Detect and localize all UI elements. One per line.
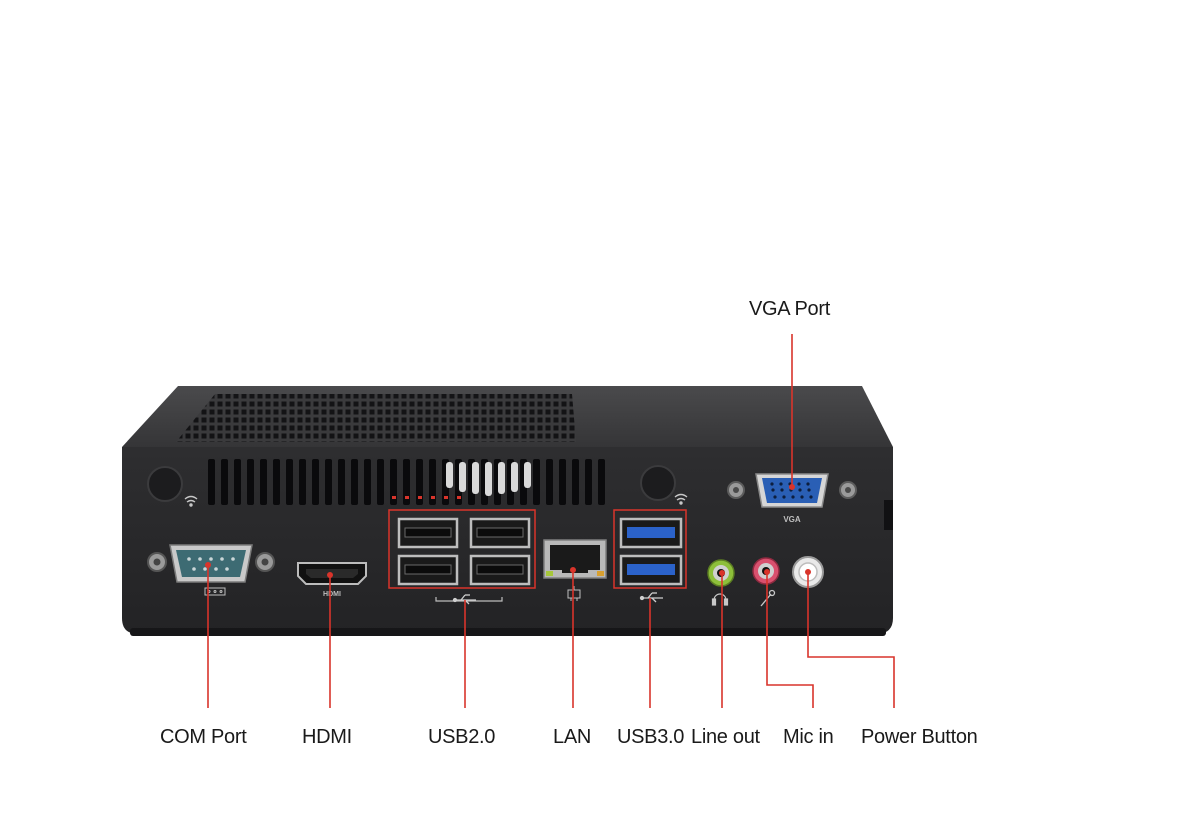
- label-hdmi: HDMI: [302, 726, 352, 749]
- usb3-ports: [614, 510, 686, 602]
- label-usb2: USB2.0: [428, 726, 495, 749]
- label-lan: LAN: [553, 726, 591, 749]
- label-power-button: Power Button: [861, 726, 977, 749]
- vga-panel-print: VGA: [783, 515, 801, 524]
- side-clip: [884, 500, 893, 530]
- label-line-out: Line out: [691, 726, 760, 749]
- antenna-mount-left: [148, 467, 182, 501]
- label-mic-in: Mic in: [783, 726, 833, 749]
- label-usb3: USB3.0: [617, 726, 684, 749]
- chassis-bottom-edge: [130, 628, 886, 636]
- antenna-mount-right: [641, 466, 675, 500]
- hdmi-panel-print: HDMI: [323, 591, 341, 598]
- label-vga-port: VGA Port: [749, 298, 830, 321]
- top-vent-grille: [176, 394, 576, 442]
- mini-pc-chassis: [122, 386, 893, 636]
- label-com-port: COM Port: [160, 726, 247, 749]
